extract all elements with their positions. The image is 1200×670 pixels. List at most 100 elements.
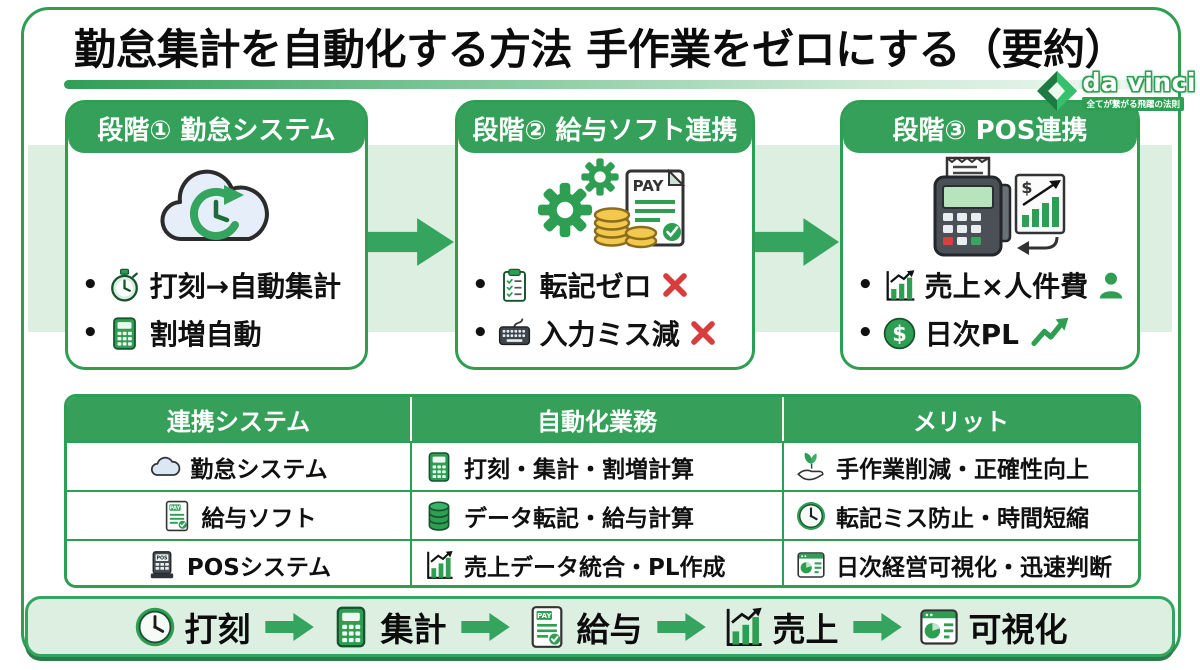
flow-label: 売上	[772, 609, 839, 649]
table-header-system: 連携システム	[67, 397, 412, 441]
cell-text: 打刻・集計・割増計算	[464, 456, 694, 483]
dashboard-pie-icon	[917, 605, 961, 649]
flow-label: 可視化	[968, 609, 1068, 649]
bullet-dot: •	[472, 270, 489, 300]
cell-text: POSシステム	[186, 554, 332, 581]
stage3-header: 段階③ POS連携	[843, 103, 1137, 153]
table-row-attendance: 勤怠システム 打刻・集計・割増計算 手作業削減・正確性向上	[67, 441, 1138, 490]
table-cell: POSシステム	[67, 541, 412, 585]
cell-text: 手作業削減・正確性向上	[836, 456, 1089, 483]
clipboard-icon	[497, 268, 532, 303]
process-flow-bar: 打刻 集計 給与 売上 可視化	[25, 596, 1175, 657]
flow-label: 集計	[380, 609, 447, 649]
clock-icon	[133, 605, 177, 649]
bar-chart-icon	[882, 268, 917, 303]
pos-terminal-icon	[146, 549, 178, 581]
cell-text: 給与ソフト	[201, 505, 317, 532]
table-cell: 勤怠システム	[67, 443, 412, 490]
table-row-pos: POSシステム 売上データ統合・PL作成 日次経営可視化・迅速判断	[67, 539, 1138, 585]
flow-step-payroll: 給与	[525, 603, 643, 651]
flow-step-punch: 打刻	[133, 603, 251, 651]
bullet-text: 入力ミス減	[539, 318, 680, 351]
bar-chart-icon	[423, 549, 455, 581]
gears-coins-pay-document-icon: PAY	[458, 153, 752, 257]
bullet-text: 日次PL	[924, 318, 1019, 351]
bullet-dot: •	[857, 270, 874, 300]
table-cell: 日次経営可視化・迅速判断	[784, 541, 1138, 585]
bar-chart-icon	[721, 605, 765, 649]
brand-name: da vinci	[1082, 68, 1196, 97]
stage-card-pos-link: 段階③ POS連携 $	[840, 100, 1140, 370]
flow-step-aggregate: 集計	[329, 603, 447, 651]
table-cell: 転記ミス防止・時間短縮	[784, 492, 1138, 539]
stage-card-attendance-system: 段階① 勤怠システム • 打刻→自動集計 • 割増自動	[65, 100, 368, 370]
integration-table: 連携システム 自動化業務 メリット 勤怠システム 打刻・集計・割増計算 手作業削…	[64, 394, 1141, 588]
stage1-bullet-1: • 打刻→自動集計	[82, 265, 355, 305]
pay-document-icon	[161, 500, 193, 532]
red-x-icon	[660, 270, 690, 300]
stopwatch-icon	[107, 268, 142, 303]
stage2-bullet-2: • 入力ミス減	[472, 313, 742, 353]
stage1-header: 段階① 勤怠システム	[68, 103, 365, 153]
pos-terminal-chart-icon: $	[843, 153, 1137, 257]
hand-leaf-icon	[795, 451, 827, 483]
stage1-bullet-2: • 割増自動	[82, 313, 355, 353]
bullet-dot: •	[857, 318, 874, 348]
calculator-icon	[107, 316, 142, 351]
right-arrow-icon	[656, 610, 708, 644]
right-arrow-icon	[264, 610, 316, 644]
flow-label: 打刻	[184, 609, 251, 649]
cell-text: 売上データ統合・PL作成	[464, 554, 726, 581]
right-arrow-icon	[852, 610, 904, 644]
svg-text:$: $	[1021, 178, 1032, 197]
table-cell: 手作業削減・正確性向上	[784, 443, 1138, 490]
cell-text: 転記ミス防止・時間短縮	[836, 505, 1089, 532]
cell-text: データ転記・給与計算	[464, 505, 694, 532]
stage2-bullet-1: • 転記ゼロ	[472, 265, 742, 305]
cell-text: 日次経営可視化・迅速判断	[836, 554, 1112, 581]
bullet-text: 転記ゼロ	[539, 270, 652, 303]
bullet-text: 売上×人件費	[924, 270, 1089, 303]
dashboard-pie-icon	[795, 549, 827, 581]
table-cell: 打刻・集計・割増計算	[412, 443, 784, 490]
diamond-gem-icon	[1037, 71, 1078, 111]
stage2-header: 段階② 給与ソフト連携	[458, 103, 752, 153]
stage3-bullet-1: • 売上×人件費	[857, 265, 1127, 305]
calculator-icon	[423, 451, 455, 483]
page-title: 勤怠集計を自動化する方法 手作業をゼロにする（要約）	[74, 25, 1127, 74]
svg-text:PAY: PAY	[633, 177, 665, 195]
trend-up-icon	[1027, 317, 1073, 349]
stage1-to-stage2-arrow-icon	[365, 213, 457, 271]
person-icon	[1096, 270, 1126, 300]
dollar-coin-icon	[882, 316, 917, 351]
bullet-text: 割増自動	[149, 318, 262, 351]
database-icon	[423, 500, 455, 532]
flow-step-visualize: 可視化	[917, 603, 1068, 651]
flow-label: 給与	[576, 609, 643, 649]
table-cell: 売上データ統合・PL作成	[412, 541, 784, 585]
bullet-text: 打刻→自動集計	[149, 270, 342, 303]
bullet-dot: •	[82, 318, 99, 348]
title-underline	[64, 80, 1144, 89]
table-header-row: 連携システム 自動化業務 メリット	[67, 397, 1138, 441]
bullet-dot: •	[82, 270, 99, 300]
cloud-icon	[149, 451, 181, 483]
table-cell: データ転記・給与計算	[412, 492, 784, 539]
cloud-sync-clock-icon	[68, 153, 365, 257]
flow-step-sales: 売上	[721, 603, 839, 651]
stage-card-payroll-link: 段階② 給与ソフト連携 PAY	[455, 100, 755, 370]
brand-logo: da vinci 全てが繋がる飛躍の法則	[1036, 70, 1196, 112]
red-x-icon	[688, 318, 718, 348]
stage2-to-stage3-arrow-icon	[753, 213, 842, 271]
pay-document-icon	[525, 605, 569, 649]
cell-text: 勤怠システム	[190, 456, 328, 483]
stage3-bullet-2: • 日次PL	[857, 313, 1127, 353]
calculator-icon	[329, 605, 373, 649]
table-header-automation: 自動化業務	[412, 397, 784, 441]
table-cell: 給与ソフト	[67, 492, 412, 539]
keyboard-icon	[497, 316, 532, 351]
table-header-merit: メリット	[913, 407, 1009, 436]
table-row-payroll: 給与ソフト データ転記・給与計算 転記ミス防止・時間短縮	[67, 490, 1138, 539]
right-arrow-icon	[460, 610, 512, 644]
bullet-dot: •	[472, 318, 489, 348]
